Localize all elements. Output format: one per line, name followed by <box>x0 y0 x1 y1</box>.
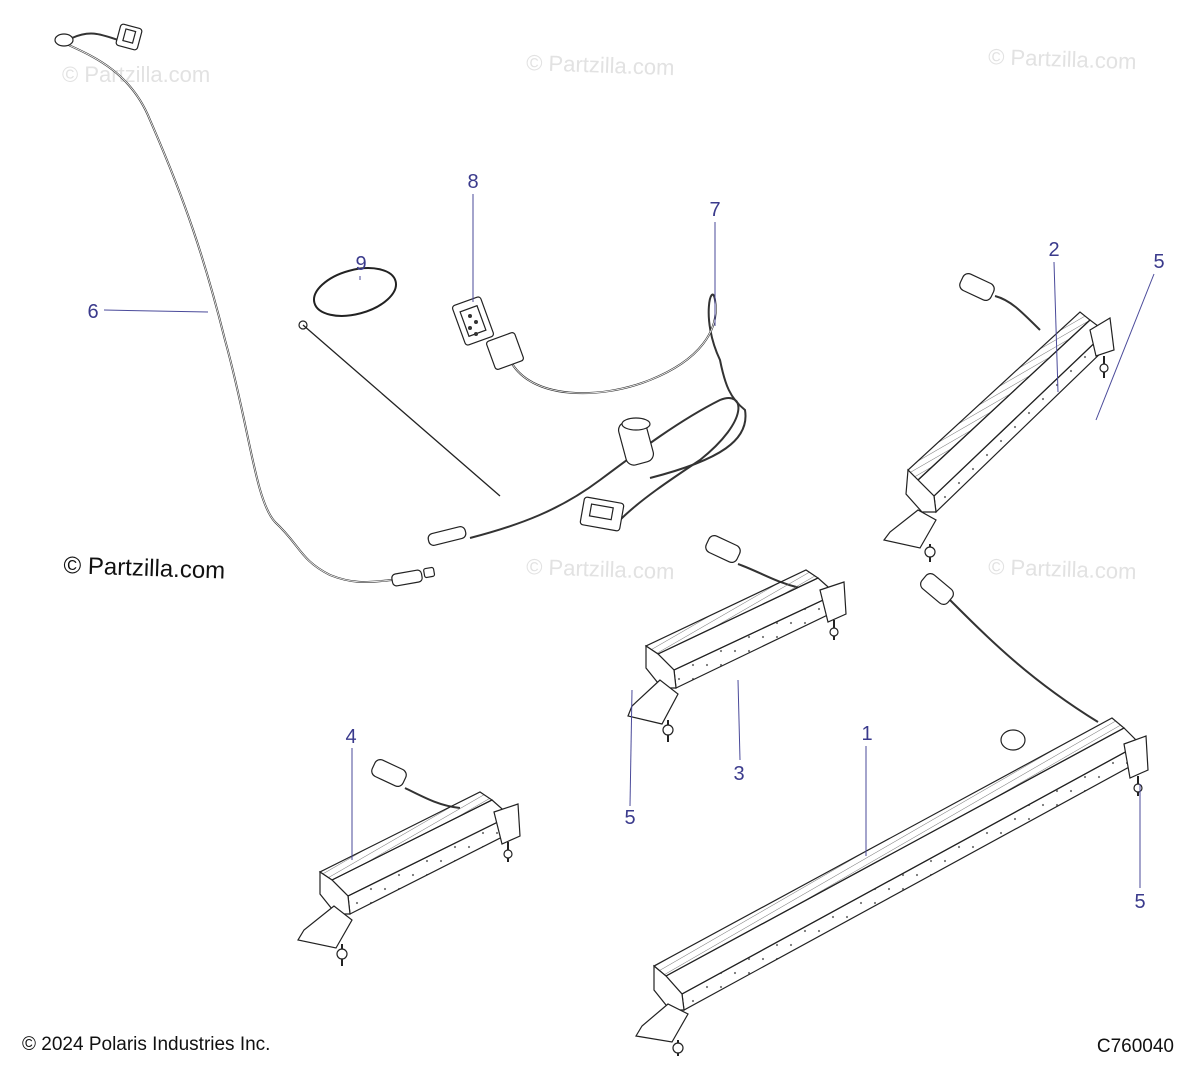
watermark-top-right: © Partzilla.com <box>988 44 1137 74</box>
callout-9: 9 <box>355 253 366 275</box>
callout-7: 7 <box>709 199 720 221</box>
callout-8: 8 <box>467 171 478 193</box>
part-8-connector <box>451 296 495 346</box>
part-3-light-bar <box>627 535 847 742</box>
part-9-cable-tie <box>298 267 501 497</box>
part-4-light-bar <box>297 759 521 966</box>
callout-4: 4 <box>345 726 356 748</box>
part-6-wire-harness <box>54 23 436 587</box>
callout-3: 3 <box>733 763 744 785</box>
watermark-mid-center: © Partzilla.com <box>526 554 675 584</box>
part-2-light-bar <box>882 273 1115 562</box>
part-1-long-light-bar <box>635 573 1149 1056</box>
callout-5-center: 5 <box>624 807 635 829</box>
watermarks: © Partzilla.com © Partzilla.com © Partzi… <box>62 44 1137 584</box>
callouts: 1 2 3 4 5 5 5 6 7 8 9 <box>87 171 1164 913</box>
diagram-code: C760040 <box>1096 1036 1174 1057</box>
callout-5-upper-right: 5 <box>1153 251 1164 273</box>
callout-1: 1 <box>861 723 872 745</box>
leader-lines <box>103 194 1155 888</box>
watermark-top-left: © Partzilla.com <box>62 62 210 87</box>
part-7-branch-harness <box>427 293 747 546</box>
polaris-copyright: © 2024 Polaris Industries Inc. <box>22 1034 271 1055</box>
callout-6: 6 <box>87 301 98 323</box>
callout-2: 2 <box>1048 239 1059 261</box>
watermark-top-center: © Partzilla.com <box>526 50 675 80</box>
partzilla-copyright: © Partzilla.com <box>63 552 226 585</box>
watermark-mid-right: © Partzilla.com <box>988 554 1137 584</box>
callout-5-lower-right: 5 <box>1134 891 1145 913</box>
